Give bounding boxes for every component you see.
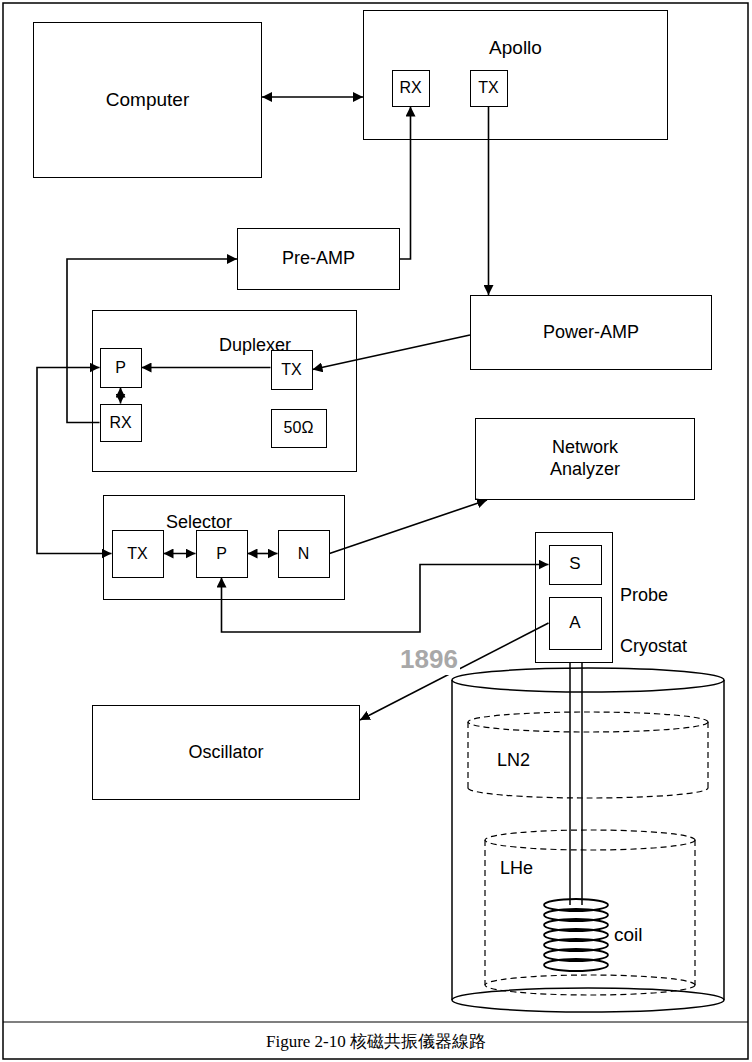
- port-box: S: [549, 545, 602, 585]
- node-label: TX: [127, 544, 147, 563]
- dewar-label: LHe: [500, 858, 533, 879]
- node-label: S: [569, 554, 580, 574]
- port-box: N: [278, 530, 330, 578]
- ln2-dewar: [468, 712, 708, 798]
- node-label: A: [569, 613, 580, 633]
- figure-caption: Figure 2-10 核磁共振儀器線路: [0, 1030, 752, 1053]
- cryostat-vessel: [452, 668, 724, 1012]
- load-box: 50Ω: [271, 409, 327, 448]
- analyzer-box: Network Analyzer: [475, 418, 695, 500]
- port-box: P: [196, 530, 248, 578]
- duplexer-box: DuplexerP TX RX 50Ω: [92, 310, 357, 472]
- node-label: 50Ω: [284, 418, 314, 437]
- amplifier-box: Pre-AMP: [237, 228, 400, 290]
- port-box: RX: [100, 404, 142, 442]
- port-box: TX: [112, 530, 164, 578]
- lhe-dewar: [485, 830, 695, 995]
- signal-arrow: [142, 367, 271, 369]
- signal-arrow: [262, 96, 363, 98]
- node-label: Pre-AMP: [282, 248, 355, 270]
- node-label: P: [216, 544, 227, 563]
- caption-rule: [3, 1021, 748, 1022]
- port-box: P: [100, 348, 142, 388]
- signal-arrow: [330, 500, 488, 554]
- port-box: A: [549, 597, 602, 650]
- signal-arrow: [37, 368, 112, 554]
- probe-box: ProbeSA: [535, 532, 613, 663]
- probe-rod: [570, 663, 582, 905]
- port-box: RX: [392, 70, 430, 107]
- node-label: Power-AMP: [543, 322, 639, 344]
- port-box: TX: [271, 350, 313, 390]
- signal-arrow: [164, 553, 196, 555]
- dewar-label: LN2: [497, 750, 530, 771]
- signal-arrow: [222, 565, 549, 633]
- node-label: Apollo: [364, 37, 667, 60]
- node-label: TX: [478, 78, 498, 97]
- node-label: Probe: [620, 585, 668, 607]
- node-label: Computer: [106, 89, 189, 112]
- node-label: Oscillator: [188, 742, 263, 764]
- coil-label: coil: [614, 924, 643, 946]
- signal-arrow: [400, 107, 411, 260]
- port-box: TX: [470, 70, 508, 107]
- node-label: RX: [109, 413, 131, 432]
- oscillator-box: Oscillator: [92, 705, 360, 800]
- figure-frame: [3, 3, 748, 1059]
- signal-arrow: [488, 107, 490, 296]
- node-label: Duplexer: [219, 335, 291, 357]
- apollo-box: ApolloRX TX: [363, 10, 668, 140]
- node-label: P: [115, 358, 126, 377]
- node-label: RX: [399, 78, 421, 97]
- watermark: 1896: [398, 644, 460, 675]
- node-label: N: [298, 544, 310, 563]
- node-label: Network Analyzer: [535, 437, 635, 480]
- signal-arrow: [313, 335, 471, 370]
- signal-arrow: [360, 623, 549, 720]
- amplifier-box: Power-AMP: [470, 295, 712, 370]
- computer-box: Computer: [33, 22, 262, 178]
- signal-arrow: [248, 553, 278, 555]
- vessel-label: Cryostat: [620, 636, 687, 657]
- selector-box: SelectorTXPN: [103, 495, 345, 600]
- node-label: TX: [281, 360, 301, 379]
- signal-arrow: [120, 388, 122, 404]
- coil-windings: [544, 899, 608, 971]
